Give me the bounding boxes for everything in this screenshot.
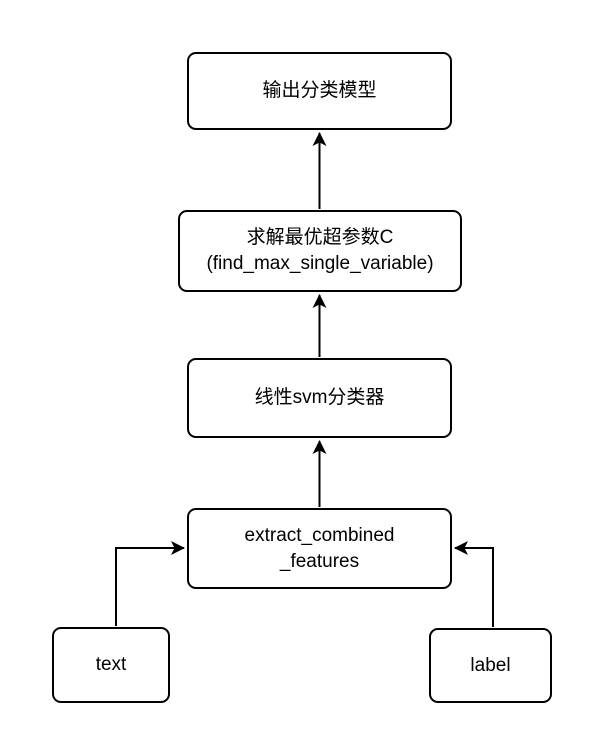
node-label-source: label [429,628,552,703]
node-find-hyperparameter: 求解最优超参数C (find_max_single_variable) [178,210,462,292]
node-output-model: 输出分类模型 [187,52,452,130]
edge-text-to-extract [115,541,185,626]
node-svm-classifier-label: 线性svm分类器 [254,387,385,409]
node-output-model-label: 输出分类模型 [262,80,377,102]
node-text-source: text [52,627,170,703]
node-extract-features-line1: extract_combined [244,524,395,546]
node-find-hyperparameter-line2: (find_max_single_variable) [206,253,434,274]
node-svm-classifier: 线性svm分类器 [187,358,452,438]
edge-label-to-extract [454,541,494,627]
node-label-source-label: label [470,654,511,676]
node-extract-features: extract_combined _features [187,508,452,589]
node-find-hyperparameter-line1: 求解最优超参数C [246,227,394,249]
node-text-source-label: text [95,654,127,676]
node-extract-features-line2: _features [279,550,360,572]
